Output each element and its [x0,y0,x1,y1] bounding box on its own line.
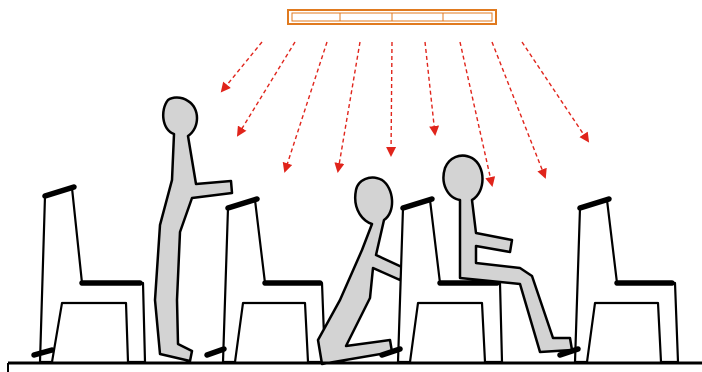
pew [207,199,325,362]
standing-figure-icon [155,98,232,362]
person-kneeling [318,178,404,364]
kneeler-edge [207,349,224,355]
light-ray-arrow [238,42,295,135]
light-ray-arrow [492,42,545,177]
pew [34,187,145,362]
light-rays [222,42,588,185]
pew [560,199,678,362]
light-ray-arrow [222,42,262,91]
pew-body [40,188,145,362]
sitting-figure-icon [443,156,572,352]
light-ray-arrow [338,42,360,171]
ceiling-light-icon [288,10,496,24]
light-ray-arrow [285,42,327,171]
light-ray-arrow [425,42,435,134]
person-sitting [443,156,572,352]
kneeling-figure-icon [318,178,404,364]
person-standing [155,98,232,362]
light-ray-arrow [522,42,588,141]
light-ray-arrow [391,42,392,155]
